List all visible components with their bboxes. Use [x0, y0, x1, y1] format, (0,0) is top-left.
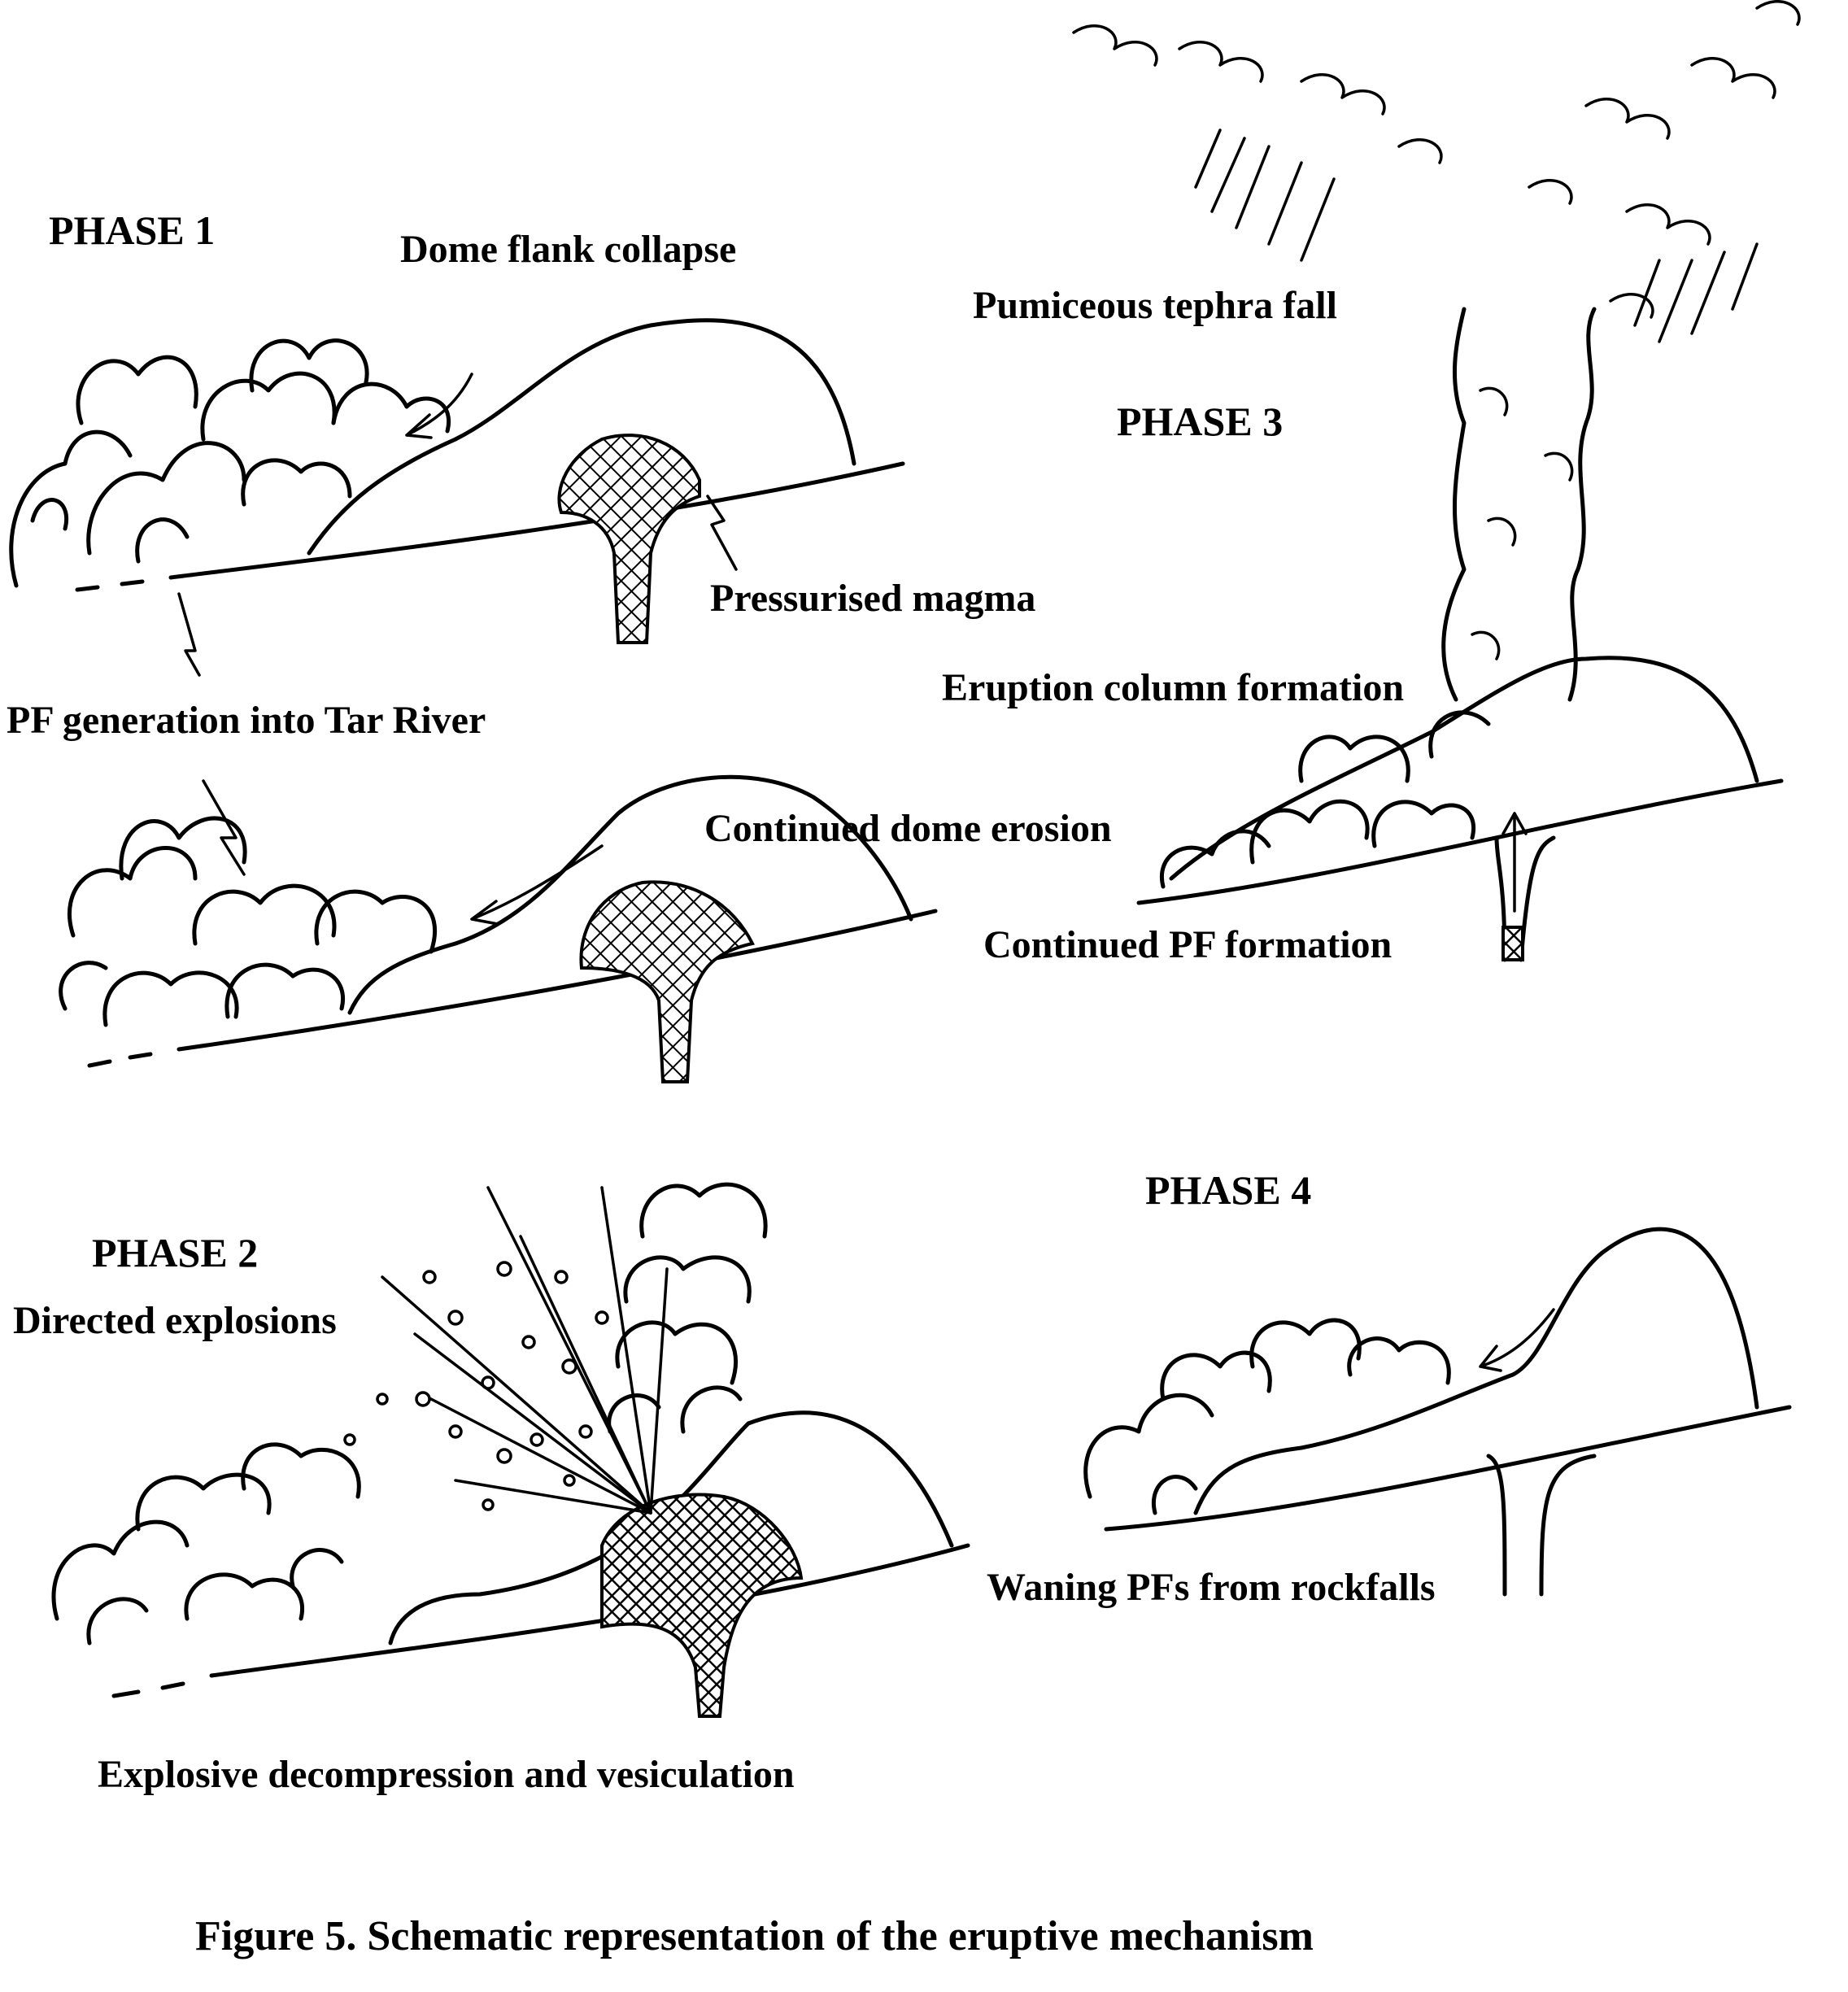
- phase1-ground-dashes: [75, 579, 145, 592]
- phase3-pyroclastic-clouds: [1160, 710, 1491, 889]
- phase1-pyroclastic-clouds: [9, 338, 451, 588]
- continued-pf-formation-label: Continued PF formation: [983, 923, 1393, 966]
- phase1b-crack-symbol: [202, 779, 246, 876]
- phase4-conduit-left: [1486, 1454, 1507, 1597]
- phase3-tephra-fall-lines: [1194, 129, 1759, 343]
- phase4-conduit-right: [1539, 1454, 1597, 1597]
- continued-dome-erosion-label: Continued dome erosion: [704, 807, 1112, 850]
- phase1-crack-symbol: [706, 495, 738, 571]
- phase2-label: PHASE 2: [92, 1230, 259, 1275]
- directed-explosions-label: Directed explosions: [13, 1299, 337, 1342]
- pf-generation-label: PF generation into Tar River: [7, 699, 486, 742]
- phase4-sketch: [1083, 1227, 1792, 1597]
- phase1-dome-outline: [307, 318, 856, 556]
- phase3-magma-plug: [1502, 926, 1524, 961]
- phase3-up-arrow: [1502, 812, 1528, 913]
- phase1b-dome-outline: [347, 774, 913, 1015]
- phase2-sketch: [51, 1182, 970, 1718]
- phase1-magma-conduit: [557, 434, 701, 644]
- phase1-ground-line: [168, 461, 905, 580]
- phase2-ground-line: [209, 1543, 970, 1678]
- pumiceous-tephra-fall-label: Pumiceous tephra fall: [973, 284, 1337, 327]
- phase3-ground-line: [1136, 778, 1784, 905]
- phase1b-ground-line: [177, 909, 938, 1052]
- phase1-sketch: [9, 318, 905, 677]
- phase4-pyroclastic-clouds: [1083, 1318, 1451, 1515]
- phase4-label: PHASE 4: [1145, 1167, 1312, 1213]
- phase1b-erosion-arrow: [470, 844, 604, 926]
- phase1-collapse-arrow: [405, 373, 473, 439]
- phase2-ground-dashes: [111, 1681, 185, 1698]
- explosive-decompression-label: Explosive decompression and vesiculation: [98, 1753, 795, 1796]
- figure-caption: Figure 5. Schematic representation of th…: [195, 1913, 1314, 1959]
- phase4-dome-outline: [1193, 1227, 1759, 1515]
- waning-pfs-label: Waning PFs from rockfalls: [987, 1566, 1436, 1609]
- phase3-eruption-column: [1441, 307, 1597, 702]
- phase2-ejecta-fragments: [343, 1261, 609, 1511]
- phase3-label: PHASE 3: [1117, 399, 1284, 444]
- phase1b-magma-conduit: [579, 880, 755, 1083]
- phase4-rockfall-arrow: [1479, 1308, 1555, 1372]
- phase1b-ground-dashes: [87, 1052, 153, 1068]
- phase3-umbrella-cloud: [1072, 0, 1801, 319]
- dome-flank-collapse-label: Dome flank collapse: [400, 228, 737, 271]
- phase3-conduit-right: [1519, 835, 1556, 962]
- eruption-column-formation-label: Eruption column formation: [942, 666, 1405, 709]
- phase1b-sketch: [59, 774, 938, 1083]
- phase1-label: PHASE 1: [49, 207, 216, 253]
- pressurised-magma-label: Pressurised magma: [710, 577, 1036, 620]
- phase2-ash-plume: [607, 1182, 768, 1434]
- phase4-ground-line: [1104, 1405, 1792, 1532]
- phase2-magma-conduit: [600, 1493, 804, 1718]
- phase2-explosion-rays: [381, 1186, 669, 1515]
- phase1b-pyroclastic-clouds: [59, 816, 438, 1027]
- phase2-pyroclastic-clouds: [51, 1442, 361, 1645]
- phase3-sketch: [1072, 0, 1801, 962]
- phase1-pf-pointer: [177, 592, 201, 677]
